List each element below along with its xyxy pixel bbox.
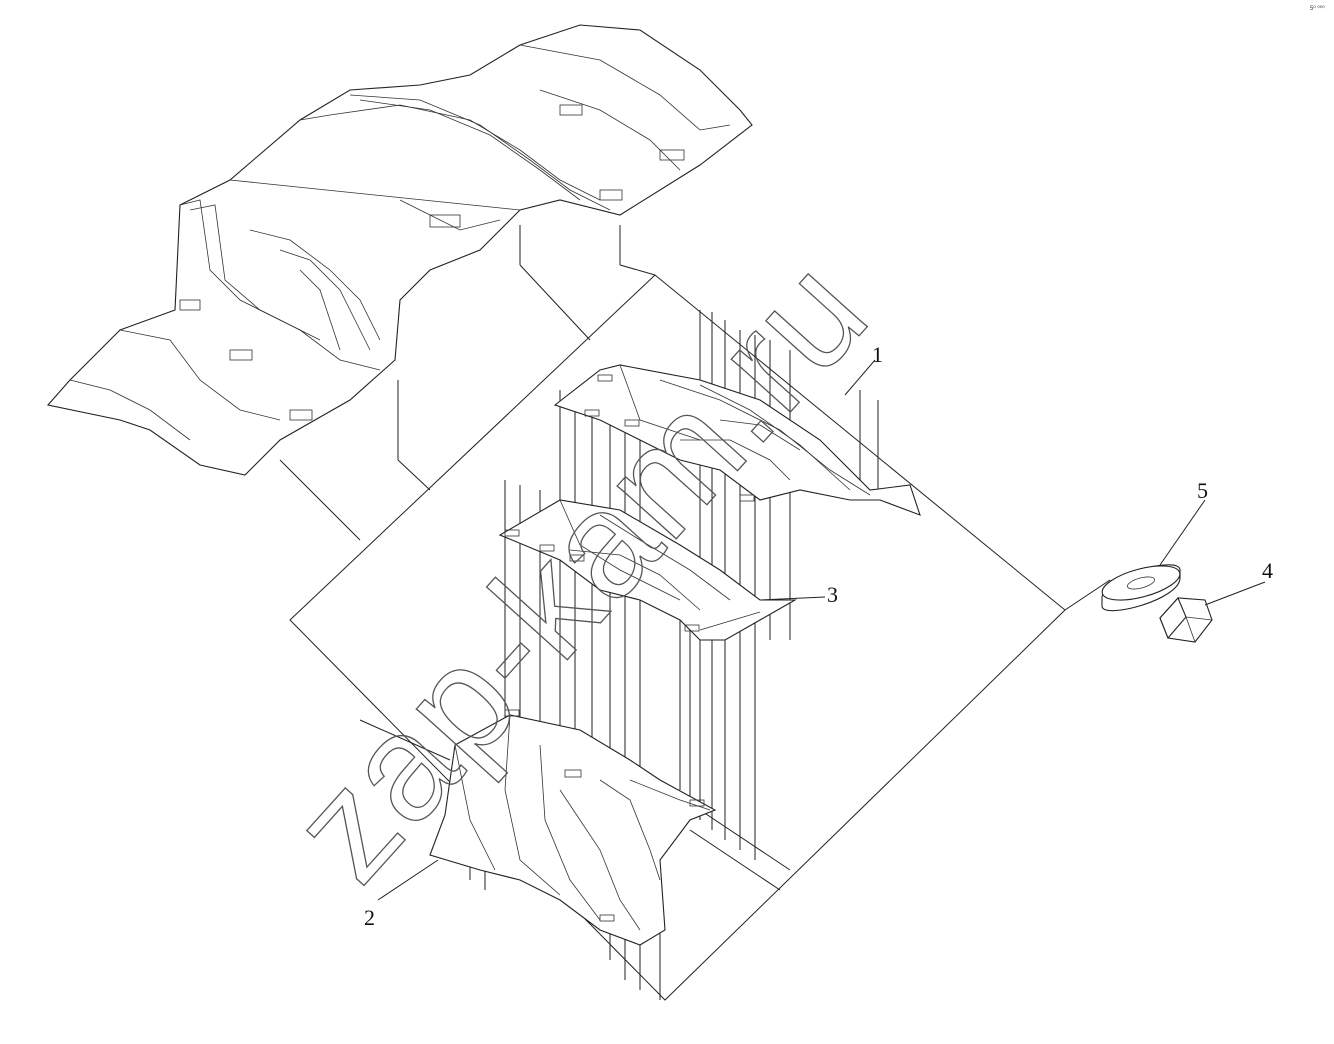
corner-mark: 5⁰ ⁰⁰⁰: [1310, 5, 1325, 12]
part-3-middle-shield: [498, 499, 798, 641]
leader-lines: [377, 359, 1266, 901]
part-1-upper-shield: [553, 364, 921, 516]
callout-3: 3: [827, 582, 838, 607]
callout-1: 1: [872, 342, 883, 367]
floor-panel: [46, 24, 753, 476]
part-5-washer: [1101, 564, 1181, 612]
part-4-nut: [1159, 596, 1213, 643]
callout-5: 5: [1197, 478, 1208, 503]
callout-4: 4: [1262, 558, 1273, 583]
callout-2: 2: [364, 905, 375, 930]
part-2-lower-shield: [429, 709, 717, 946]
